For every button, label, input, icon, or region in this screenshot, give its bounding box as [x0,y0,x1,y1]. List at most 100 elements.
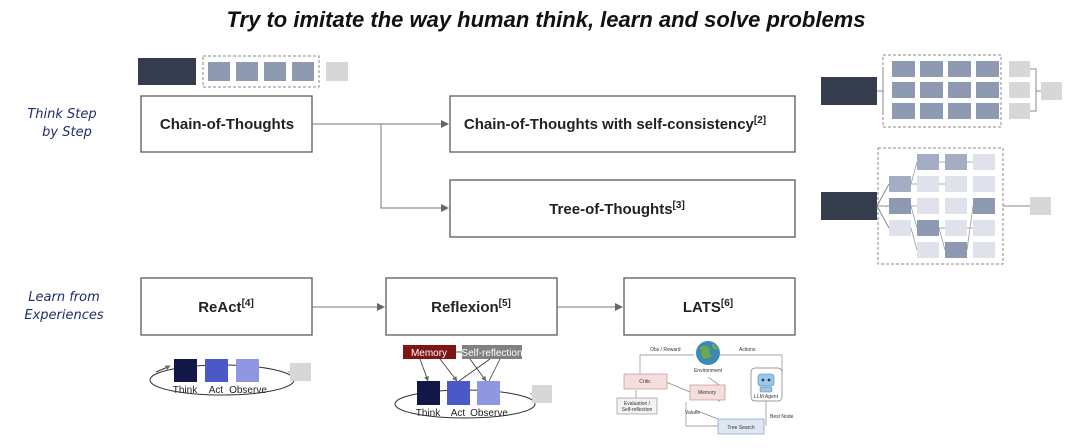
cotsc-answer [1009,103,1030,119]
react-observe-block [236,359,259,382]
reflexion-output-block [532,385,552,403]
tot-node [945,154,967,170]
svg-text:Chain-of-Thoughts with self-co: Chain-of-Thoughts with self-consistency[… [464,115,766,133]
svg-text:Tree-of-Thoughts[3]: Tree-of-Thoughts[3] [549,200,685,218]
tot-node [973,176,995,192]
tot-node [889,198,911,214]
reflexion-observe-label: Observe [470,408,508,419]
cot-step [292,62,314,81]
section-label-think-line1: Think Step [27,107,96,122]
robot-icon [757,373,775,393]
box-reflexion-ref: [5] [499,298,511,309]
box-react-ref: [4] [242,298,254,309]
react-think-label: Think [173,385,198,396]
cotsc-step [892,103,915,119]
box-cot-self-consistency-label: Chain-of-Thoughts with self-consistency [464,116,755,133]
lats-memory-box [689,384,726,401]
lats-evaluation-label: Evaluation / [624,401,651,407]
box-lats: LATS[6] [623,277,796,336]
box-tree-of-thoughts-label: Tree-of-Thoughts [549,201,672,218]
arrow-cot-to-tot [380,124,449,212]
cotsc-step [948,61,971,77]
react-sketch: Think Act Observe [149,359,311,396]
react-output-block [290,363,311,381]
cotsc-step [976,61,999,77]
cotsc-step [920,61,943,77]
reflexion-think-block [417,381,440,405]
cotsc-input-block [821,77,877,105]
box-reflexion-frame [385,277,558,336]
cotsc-step [948,103,971,119]
tot-node [917,220,939,236]
reflexion-memory-tag [403,345,456,359]
lats-critic-label: Critic [639,379,651,385]
cot-step [236,62,258,81]
reflexion-act-block [447,381,470,405]
box-reflexion: Reflexion[5] [385,277,558,336]
svg-text:Reflexion[5]: Reflexion[5] [431,298,511,316]
tot-node [945,176,967,192]
cot-step [264,62,286,81]
box-react-label: ReAct [198,299,241,316]
tot-node [917,176,939,192]
svg-text:LATS[6]: LATS[6] [683,298,733,316]
box-tree-of-thoughts: Tree-of-Thoughts[3] [449,179,796,238]
box-cot-self-consistency: Chain-of-Thoughts with self-consistency[… [449,95,796,153]
cotsc-step [948,82,971,98]
connectors [312,120,623,311]
box-react: ReAct[4] [140,277,313,336]
lats-evaluation-box [616,397,658,415]
react-observe-label: Observe [229,385,267,396]
tot-output-block [1030,197,1051,215]
tot-node [973,198,995,214]
cot-steps-group [202,55,320,88]
cotsc-step [920,103,943,119]
cotsc-answer [1009,61,1030,77]
lats-sketch: Obs / Reward Actions Environment Critic … [616,341,794,435]
lats-llm-agent-label: LLM Agent [754,394,779,400]
lats-actions-label: Actions [739,347,756,353]
reflexion-think-label: Think [416,408,441,419]
tot-node [945,220,967,236]
reflexion-self-reflection-tag [462,345,522,359]
react-act-label: Act [209,385,224,396]
box-lats-frame [623,277,796,336]
cotsc-step [976,103,999,119]
lats-self-reflection-label: Self-reflection [622,407,653,413]
lats-best-node-label: Best Node [770,414,794,420]
tot-node [889,176,911,192]
box-chain-of-thoughts: Chain-of-Thoughts [140,95,313,153]
react-act-block [205,359,228,382]
section-label-think-line2: by Step [42,125,92,140]
tot-node [917,198,939,214]
section-label-learn: Learn from Experiences [24,290,103,323]
tot-node [945,198,967,214]
react-think-block [174,359,197,382]
box-cot-self-consistency-frame [449,95,796,153]
lats-obs-reward-label: Obs / Reward [650,347,681,353]
cotsc-step [976,82,999,98]
cot-output-block [326,62,348,81]
box-tree-of-thoughts-frame [449,179,796,238]
tot-node [945,242,967,258]
lats-critic-box [623,373,668,390]
tot-node [889,220,911,236]
box-chain-of-thoughts-label: Chain-of-Thoughts [160,116,294,133]
section-label-think: Think Step by Step [27,107,96,140]
box-cot-self-consistency-ref: [2] [754,115,766,126]
tot-node [973,242,995,258]
lats-environment-label: Environment [694,368,723,374]
lats-values-label: Values [685,410,700,416]
page-title: Try to imitate the way human think, lear… [227,7,866,32]
cot-sketch [138,55,348,88]
section-label-learn-line2: Experiences [24,308,103,323]
lats-tree-search-box [717,418,765,435]
cotsc-vote-output [1041,82,1062,100]
tot-sketch [821,147,1051,265]
section-label-learn-line1: Learn from [28,290,99,305]
box-lats-ref: [6] [721,298,733,309]
lats-memory-label: Memory [698,390,717,396]
cotsc-answer [1009,82,1030,98]
svg-text:ReAct[4]: ReAct[4] [198,298,254,316]
